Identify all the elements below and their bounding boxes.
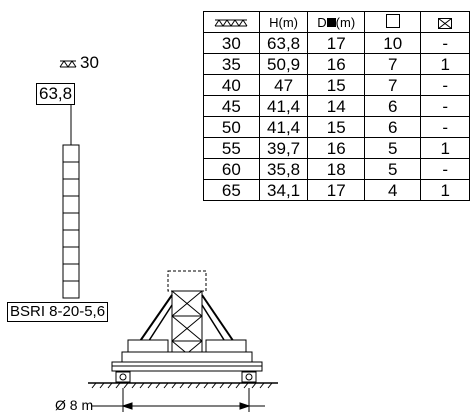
cell-extra: - bbox=[420, 116, 470, 138]
header-distance: D (m) bbox=[307, 11, 365, 33]
cell-sections: 7 bbox=[363, 74, 422, 96]
header-boom-length bbox=[203, 11, 260, 33]
cell-boom: 40 bbox=[203, 74, 260, 96]
cell-height: 35,8 bbox=[258, 158, 309, 180]
cell-height: 41,4 bbox=[258, 95, 309, 117]
cell-extra: - bbox=[420, 95, 470, 117]
diameter-icon: Ø bbox=[55, 397, 66, 413]
cell-distance: 15 bbox=[307, 116, 365, 138]
cell-extra: - bbox=[420, 74, 470, 96]
cell-sections: 10 bbox=[363, 32, 422, 54]
cell-sections: 6 bbox=[363, 116, 422, 138]
cell-height: 39,7 bbox=[258, 137, 309, 159]
cell-height: 34,1 bbox=[258, 179, 309, 201]
cell-boom: 35 bbox=[203, 53, 260, 75]
cell-extra: - bbox=[420, 158, 470, 180]
cell-extra: 1 bbox=[420, 137, 470, 159]
crane-base bbox=[88, 270, 278, 412]
filled-square-icon bbox=[326, 17, 336, 27]
cell-sections: 6 bbox=[363, 95, 422, 117]
cell-distance: 16 bbox=[307, 53, 365, 75]
cell-sections: 5 bbox=[363, 158, 422, 180]
cell-boom: 45 bbox=[203, 95, 260, 117]
cell-distance: 17 bbox=[307, 32, 365, 54]
cell-boom: 60 bbox=[203, 158, 260, 180]
cell-distance: 16 bbox=[307, 137, 365, 159]
mast bbox=[62, 105, 80, 299]
cell-sections: 4 bbox=[363, 179, 422, 201]
boom-length-icon bbox=[59, 60, 77, 68]
square-icon bbox=[385, 13, 400, 28]
cell-boom: 65 bbox=[203, 179, 260, 201]
header-distance-suffix: (m) bbox=[335, 14, 356, 30]
header-sections bbox=[363, 11, 422, 33]
model-label: BSRI 8-20-5,6 bbox=[7, 302, 109, 322]
cell-sections: 7 bbox=[363, 53, 422, 75]
cell-distance: 15 bbox=[307, 74, 365, 96]
cell-distance: 17 bbox=[307, 179, 365, 201]
cell-height: 47 bbox=[258, 74, 309, 96]
cell-boom: 50 bbox=[203, 116, 260, 138]
cell-height: 41,4 bbox=[258, 116, 309, 138]
cell-distance: 18 bbox=[307, 158, 365, 180]
base-width-label: Ø 8 m bbox=[55, 397, 93, 413]
cell-height: 63,8 bbox=[258, 32, 309, 54]
table-header-row: H(m) D (m) bbox=[203, 11, 470, 33]
header-height: H(m) bbox=[258, 11, 309, 33]
cell-extra: - bbox=[420, 32, 470, 54]
header-distance-prefix: D bbox=[317, 14, 327, 30]
cell-extra: 1 bbox=[420, 179, 470, 201]
cell-boom: 55 bbox=[203, 137, 260, 159]
cell-distance: 14 bbox=[307, 95, 365, 117]
cell-boom: 30 bbox=[203, 32, 260, 54]
boxed-x-icon bbox=[438, 17, 453, 29]
cell-height: 50,9 bbox=[258, 53, 309, 75]
boom-length-icon bbox=[214, 19, 248, 27]
header-extra bbox=[420, 11, 470, 33]
boom-length-label: 30 bbox=[80, 53, 99, 72]
cell-sections: 5 bbox=[363, 137, 422, 159]
base-width-value: 8 m bbox=[69, 397, 94, 413]
height-label: 63,8 bbox=[36, 83, 76, 105]
cell-extra: 1 bbox=[420, 53, 470, 75]
